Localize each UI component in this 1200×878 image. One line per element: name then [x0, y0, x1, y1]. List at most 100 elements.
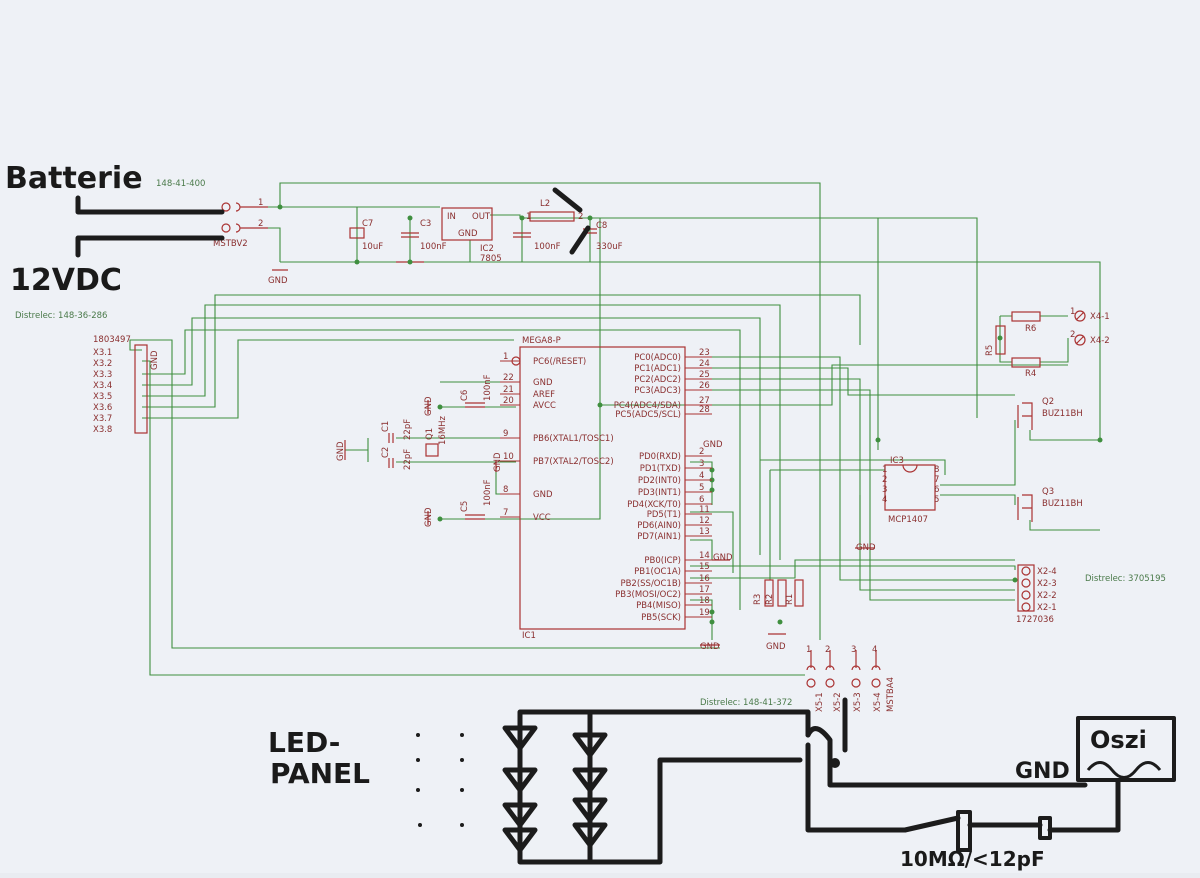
x4-2-label: X4-2 [1090, 336, 1110, 346]
mosfet-symbols [1017, 402, 1033, 522]
distrelec-bottom: Distrelec: 148-41-372 [700, 698, 792, 708]
junction-dots [277, 204, 1103, 625]
scope-lead [1047, 779, 1121, 833]
capacitor-c7-icon [349, 227, 365, 239]
c2-label: C2 [381, 447, 391, 458]
resistor-r2-icon [777, 579, 787, 607]
driver-section [700, 310, 1086, 646]
r2-label: R2 [765, 594, 775, 605]
mcu-pin-number: 28 [699, 405, 710, 415]
led-panel-note-2: PANEL [270, 757, 370, 790]
mcu-pin-number: 26 [699, 381, 710, 391]
c4-value: 100nF [534, 242, 561, 252]
q3-label: Q3 [1042, 487, 1054, 497]
ic3-pin-number: 2 [882, 475, 887, 485]
header-pin: X3.7 [93, 414, 112, 424]
mcu-right-pins: 23PC0(ADC0)24PC1(ADC1)25PC2(ADC2)26PC3(A… [614, 348, 712, 623]
header-gnd: GND [150, 350, 160, 370]
mcu-pin-number: 24 [699, 359, 710, 369]
power-pin-1: 1 [258, 198, 263, 208]
l2-label: L2 [540, 199, 550, 209]
probe-resistor-icon [956, 810, 972, 852]
c1-value: 22pF [403, 419, 413, 440]
mcu-pin-name: GND [533, 490, 553, 500]
led-panel-note-1: LED- [268, 726, 340, 759]
mcu-pin-name: PB3(MOSI/OC2) [615, 590, 681, 600]
c6-value: 100nF [483, 374, 493, 401]
x2-pin: X2-2 [1037, 591, 1057, 601]
r6-label: R6 [1025, 324, 1036, 334]
connector-pin-1-icon [221, 202, 231, 212]
ic3-pin-number: 5 [934, 495, 939, 505]
mcu-pin-number: 13 [699, 527, 710, 537]
mcu-pin-name: AVCC [533, 401, 556, 411]
x5-pin: 3 [851, 645, 856, 655]
probe-lead [902, 815, 1043, 833]
ic2-gnd: GND [458, 229, 478, 239]
mcu-pin-number: 3 [699, 459, 704, 469]
mcu-pin-name: PD5(T1) [647, 510, 681, 520]
r4-label: R4 [1025, 369, 1036, 379]
x5-part: MSTBA4 [886, 677, 896, 712]
terminal-x4-2-icon [1074, 334, 1086, 346]
x2-pin: X2-3 [1037, 579, 1057, 589]
mcu-pin-name: PB5(SCK) [641, 613, 681, 623]
c1-label: C1 [381, 421, 391, 432]
handwritten-annotations: Batterie 12VDC LED- PANEL Oszi GND 10MΩ/… [5, 161, 1176, 871]
q1-value: 16MHz [438, 415, 448, 445]
header-pin: X3.2 [93, 359, 112, 369]
battery-note: Batterie [5, 161, 143, 196]
power-connector-label: MSTBV2 [213, 239, 248, 249]
c6-label: C6 [460, 390, 470, 401]
probe-cap-icon [1038, 816, 1052, 840]
wires [129, 182, 1101, 676]
resistor-r3-icon [764, 579, 774, 607]
x4-pin-2: 2 [1070, 330, 1075, 340]
gnd-label: GND [336, 441, 346, 461]
led-string-wires [517, 709, 811, 865]
mcu-pin-name: PB7(XTAL2/TOSC2) [533, 457, 614, 467]
crystal-q1-icon [425, 443, 439, 457]
mcu-body [519, 346, 686, 630]
mcu-pin-name: PD7(AIN1) [637, 532, 681, 542]
x5-label: X5-4 [873, 692, 883, 712]
c5-label: C5 [460, 501, 470, 512]
q2-value: BUZ11BH [1042, 409, 1083, 419]
x5-label: X5-3 [853, 692, 863, 712]
mcu-pin-number: 19 [699, 608, 710, 618]
c7-label: C7 [362, 219, 373, 229]
x2-pin: X2-4 [1037, 567, 1057, 577]
mcu-pin-number: 25 [699, 370, 710, 380]
measure-wires [805, 726, 1088, 833]
mcu-pin-name: PB0(ICP) [644, 556, 681, 566]
mcu-ref: IC1 [522, 631, 536, 641]
r1-label: R1 [785, 594, 795, 605]
mcu-pin-name: VCC [533, 513, 551, 523]
mcu-pin-number: 22 [503, 373, 514, 383]
inductor-l2-icon [529, 211, 575, 222]
ic3-gnd: GND [856, 543, 876, 553]
passive-labels: C6 100nF C1 22pF C2 22pF Q1 16MHz C5 100… [336, 374, 795, 652]
c7-value: 10uF [362, 242, 383, 252]
x5-pin: 1 [806, 645, 811, 655]
junction-node-icon [830, 758, 840, 768]
mcu-pin-number: 2 [699, 447, 704, 457]
power-gnd: GND [268, 276, 288, 286]
header-x3 [134, 344, 148, 434]
mcu-pin-name: PD2(INT0) [638, 476, 681, 486]
mcu-pin-name: PD6(AIN0) [637, 521, 681, 531]
distrelec-right: Distrelec: 3705195 [1085, 574, 1166, 584]
mcu-pin-number: 6 [699, 495, 704, 505]
header-pin: X3.1 [93, 348, 112, 358]
l2-pin2: 2 [578, 212, 583, 222]
resistor-r4-icon [1011, 357, 1041, 368]
power-pin-2: 2 [258, 219, 263, 229]
mcu-pin-name: GND [533, 378, 553, 388]
led-diode-icons [572, 732, 608, 848]
mcu-pin-number: 23 [699, 348, 710, 358]
mcu-pin-name: PC6(/RESET) [533, 357, 586, 367]
ic2-in: IN [447, 212, 456, 222]
mcu-pin-name: PB1(OC1A) [634, 567, 681, 577]
c8-value: 330uF [596, 242, 623, 252]
terminal-x4-1-icon [1074, 310, 1086, 322]
